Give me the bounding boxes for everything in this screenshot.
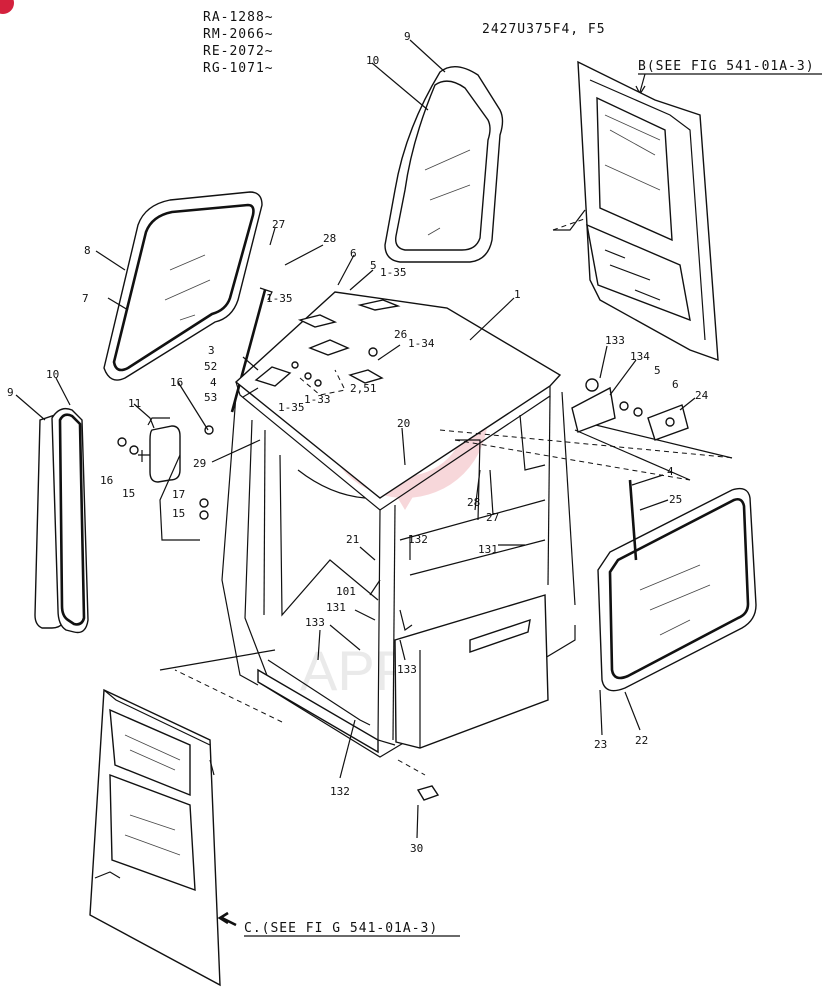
callout-label: 20 [397, 417, 410, 430]
callout-numbers: 9 10 1 8 7 9 10 11 16 16 15 17 15 29 3 5… [7, 30, 709, 855]
door-b [552, 60, 719, 362]
callout-label: 10 [46, 368, 59, 381]
callout-label: 8 [84, 244, 91, 257]
callout-label: 101 [336, 585, 356, 598]
serial-line: RG-1071~ [203, 61, 274, 76]
callout-label: 15 [172, 507, 185, 520]
callout-label: 15 [122, 487, 135, 500]
clip-part [416, 785, 440, 801]
callout-label: 133 [397, 663, 417, 676]
callout-label: 26 [394, 328, 407, 341]
ref-c-label: C.(SEE FI G 541-01A-3) [244, 921, 438, 936]
ref-b-label: B(SEE FIG 541-01A-3) [638, 59, 815, 74]
callout-label: 11 [128, 397, 141, 410]
callout-label: 134 [630, 350, 650, 363]
callout-label: 17 [172, 488, 185, 501]
callout-label: 25 [669, 493, 682, 506]
callout-label: 9 [7, 386, 14, 399]
callout-label: 52 [204, 360, 217, 373]
serial-list: RA-1288~ RM-2066~ RE-2072~ RG-1071~ [203, 10, 274, 76]
callout-label: 1-35 [266, 292, 293, 305]
callout-label: 133 [605, 334, 625, 347]
hinge-assembly [571, 378, 689, 441]
callout-label: 1-35 [278, 401, 305, 414]
callout-label: 10 [366, 54, 379, 67]
callout-label: 6 [350, 247, 357, 260]
callout-label: 1-35 [380, 266, 407, 279]
serial-line: RA-1288~ [203, 10, 274, 25]
callout-label: 21 [346, 533, 359, 546]
callout-label: 28 [323, 232, 336, 245]
callout-label: 5 [654, 364, 661, 377]
callout-label: 2,51 [350, 382, 377, 395]
callout-label: 16 [100, 474, 113, 487]
small-window-assembly [34, 407, 89, 634]
callout-label: 132 [408, 533, 428, 546]
callout-label: 131 [326, 601, 346, 614]
callout-label: 133 [305, 616, 325, 629]
callout-label: 16 [170, 376, 183, 389]
callout-label: 132 [330, 785, 350, 798]
serial-line: RE-2072~ [203, 44, 274, 59]
cab-body [159, 391, 736, 776]
callout-label: 4 [667, 465, 674, 478]
callout-label: 1-33 [304, 393, 331, 406]
callout-label: 27 [486, 511, 499, 524]
mirror-assembly [117, 417, 214, 541]
callout-label: 28 [467, 496, 480, 509]
cab-roof [234, 291, 562, 511]
callout-label: 9 [404, 30, 411, 43]
callout-label: 1-34 [408, 337, 435, 350]
callout-label: 4 [210, 376, 217, 389]
callout-label: 7 [82, 292, 89, 305]
callout-label: 6 [672, 378, 679, 391]
rod-bracket [259, 287, 273, 301]
callout-label: 5 [370, 259, 377, 272]
serial-line: RM-2066~ [203, 27, 274, 42]
callout-label: 22 [635, 734, 648, 747]
left-window-assembly [103, 191, 263, 381]
callout-label: 29 [193, 457, 206, 470]
door-c [89, 688, 221, 987]
callout-label: 24 [695, 389, 709, 402]
callout-label: 1 [514, 288, 521, 301]
upper-window-assembly [384, 66, 504, 263]
callout-label: 30 [410, 842, 423, 855]
model-code: 2427U375F4, F5 [482, 22, 606, 37]
rod-part [230, 289, 267, 413]
callout-label: 3 [208, 344, 215, 357]
callout-label: 53 [204, 391, 217, 404]
callout-label: 23 [594, 738, 607, 751]
leader-lines [15, 39, 696, 839]
callout-label: 131 [478, 543, 498, 556]
ref-c-arrow [217, 911, 237, 927]
callout-label: 27 [272, 218, 285, 231]
right-window-assembly [597, 479, 757, 692]
corner-badge [0, 0, 14, 14]
